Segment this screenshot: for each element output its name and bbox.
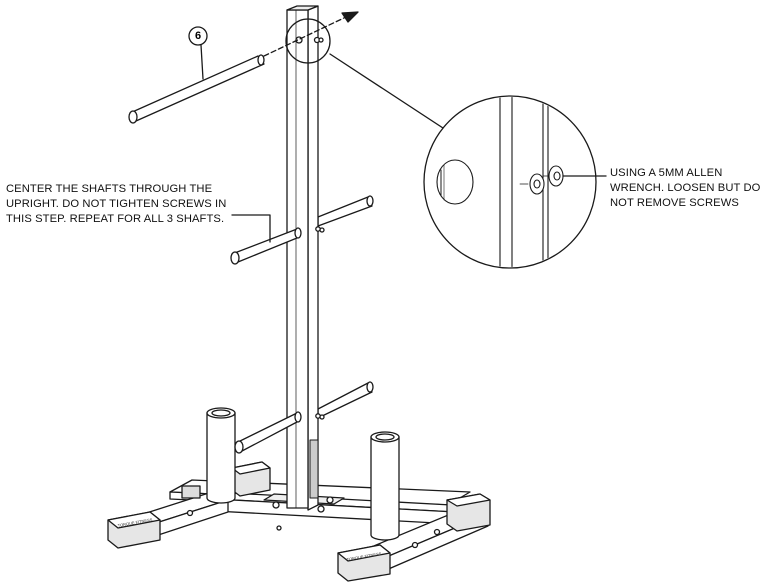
- instruction-note-right: USING A 5MM ALLEN WRENCH. LOOSEN BUT DO …: [610, 166, 760, 211]
- shaft-middle-front: [230, 227, 302, 265]
- left-note-leader: [231, 214, 271, 243]
- note-left-line: UPRIGHT. DO NOT TIGHTEN SCREWS IN: [6, 198, 227, 210]
- note-left-line: THIS STEP. REPEAT FOR ALL 3 SHAFTS.: [6, 213, 225, 225]
- shaft-top: [128, 54, 265, 124]
- insertion-path: [263, 16, 347, 57]
- note-right-line: USING A 5MM ALLEN: [610, 167, 723, 179]
- storage-post-right: [370, 431, 400, 541]
- brand-label-front-left: TORQUE FITNESS: [117, 517, 153, 528]
- detail-leader: [329, 53, 444, 129]
- storage-post-left: [206, 407, 236, 504]
- step-number-leader: [200, 44, 204, 80]
- shaft-lower-rear: [317, 381, 374, 419]
- brand-label-front-right: TORQUE FITNESS: [346, 551, 382, 562]
- step-number: 6: [194, 30, 202, 42]
- note-right-line: WRENCH. LOOSEN BUT DO: [610, 182, 761, 194]
- step-number-bubble: [188, 26, 208, 46]
- note-right-line: NOT REMOVE SCREWS: [610, 197, 739, 209]
- detail-source-circle: [285, 18, 331, 64]
- shaft-middle-rear: [317, 195, 374, 227]
- detail-magnifier: [423, 95, 597, 269]
- insertion-arrow: [341, 11, 359, 23]
- shaft-lower-front: [234, 411, 302, 454]
- note-left-line: CENTER THE SHAFTS THROUGH THE: [6, 183, 213, 195]
- instruction-note-left: CENTER THE SHAFTS THROUGH THE UPRIGHT. D…: [6, 182, 226, 227]
- upright-tube: [286, 5, 325, 511]
